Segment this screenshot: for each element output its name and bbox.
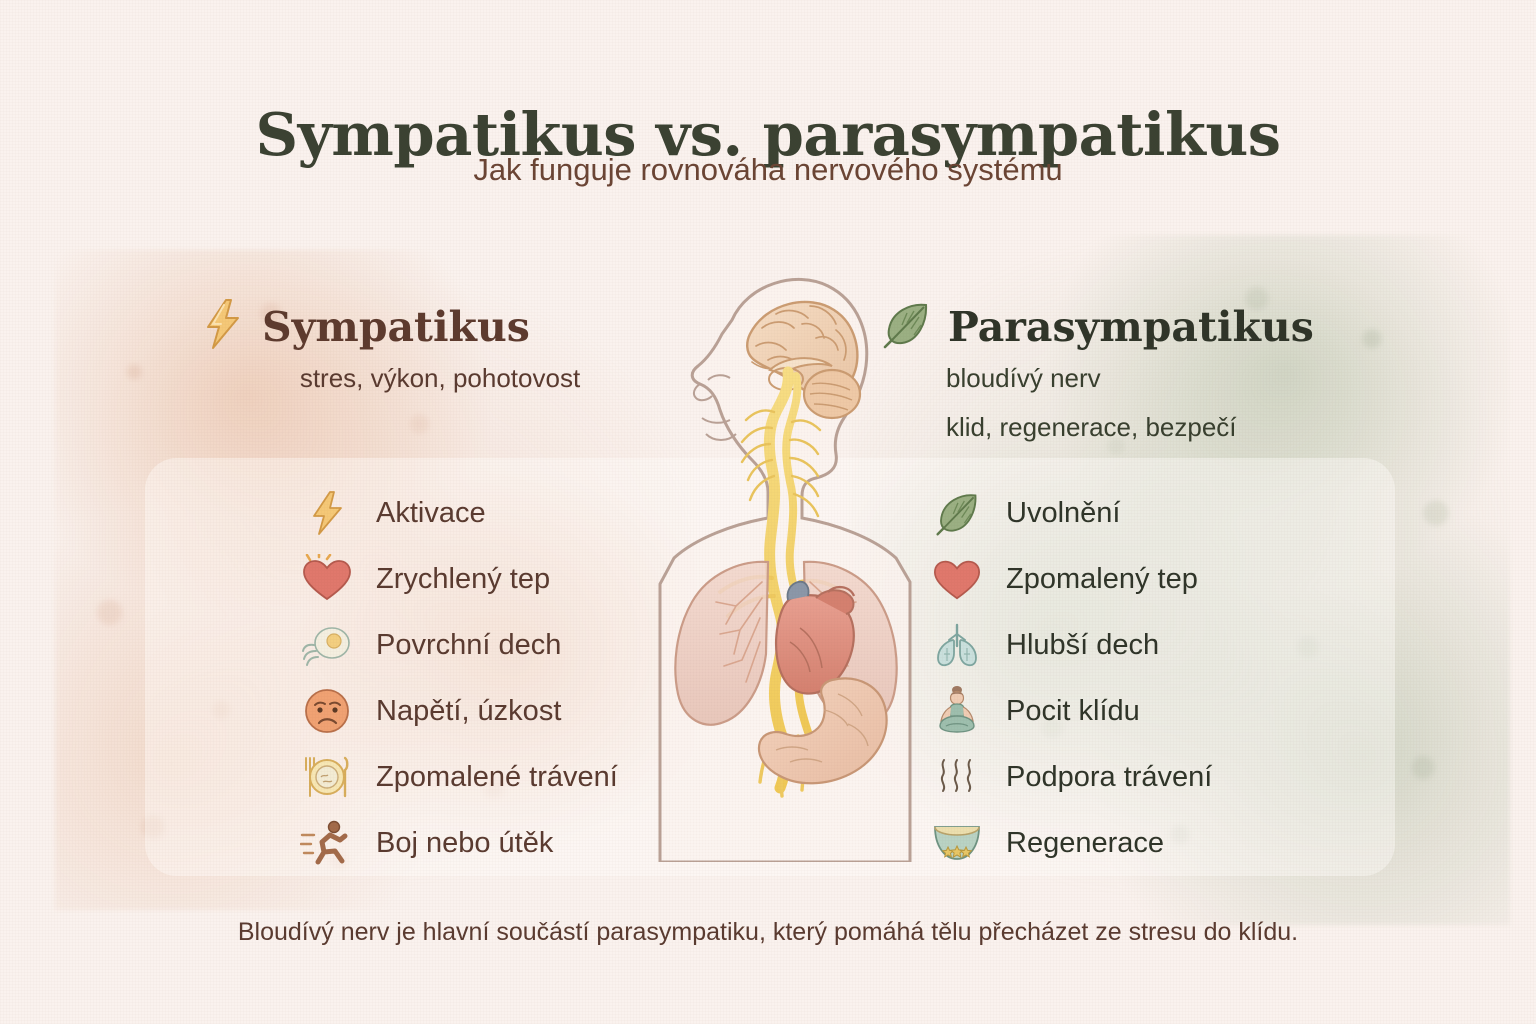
list-item-label: Povrchní dech	[376, 628, 562, 661]
parasympathetic-subtitle-2: klid, regenerace, bezpečí	[946, 412, 1237, 442]
wind-breath-icon	[300, 619, 354, 671]
page-subtitle: Jak funguje rovnováha nervového systému	[473, 152, 1063, 187]
list-item: Zrychlený tep	[300, 546, 720, 612]
list-item: Regenerace	[930, 810, 1370, 876]
parasympathetic-column-header: Parasympatikus bloudívý nerv klid, regen…	[880, 298, 1350, 443]
list-item-label: Podpora trávení	[1006, 760, 1213, 793]
steam-rising-icon	[930, 751, 984, 803]
sympathetic-title: Sympatikus	[262, 302, 530, 351]
sympathetic-list: Aktivace Zrychlený tep Povrchní dech	[300, 480, 720, 876]
plate-cutlery-icon	[300, 751, 354, 803]
list-item-label: Hlubší dech	[1006, 628, 1160, 661]
page-title: Sympatikus vs. parasympatikus	[255, 99, 1281, 169]
list-item-label: Aktivace	[376, 496, 486, 529]
list-item-label: Napětí, úzkost	[376, 694, 562, 727]
list-item-label: Boj nebo útěk	[376, 826, 554, 859]
list-item-label: Regenerace	[1006, 826, 1164, 859]
list-item-label: Zrychlený tep	[376, 562, 551, 595]
list-item: Aktivace	[300, 480, 720, 546]
leaf-icon	[880, 298, 932, 355]
worried-face-icon	[300, 685, 354, 737]
lungs-icon	[930, 619, 984, 671]
list-item: Zpomalené trávení	[300, 744, 720, 810]
parasympathetic-title: Parasympatikus	[948, 302, 1314, 351]
parasympathetic-list: Uvolnění Zpomalený tep Hlubší dech	[930, 480, 1370, 876]
sympathetic-subtitle: stres, výkon, pohotovost	[299, 363, 581, 393]
nervous-system-anatomy-illustration	[620, 262, 950, 862]
list-item: Povrchní dech	[300, 612, 720, 678]
heart-icon	[930, 553, 984, 605]
list-item: Pocit klídu	[930, 678, 1370, 744]
list-item: Hlubší dech	[930, 612, 1370, 678]
stomach	[757, 677, 888, 785]
list-item: Zpomalený tep	[930, 546, 1370, 612]
lotus-meditation-icon	[930, 685, 984, 737]
leaf-icon	[930, 487, 984, 539]
lightning-bolt-icon	[300, 487, 354, 539]
list-item: Uvolnění	[930, 480, 1370, 546]
list-item-label: Zpomalený tep	[1006, 562, 1198, 595]
sympathetic-column-header: Sympatikus stres, výkon, pohotovost	[200, 298, 670, 394]
list-item-label: Zpomalené trávení	[376, 760, 618, 793]
list-item: Boj nebo útěk	[300, 810, 720, 876]
lightning-bolt-icon	[200, 298, 246, 355]
list-item-label: Uvolnění	[1006, 496, 1121, 529]
running-person-icon	[300, 817, 354, 869]
beating-heart-icon	[300, 553, 354, 605]
list-item-label: Pocit klídu	[1006, 694, 1140, 727]
list-item: Podpora trávení	[930, 744, 1370, 810]
cerebellum	[802, 368, 862, 420]
list-item: Napětí, úzkost	[300, 678, 720, 744]
footer-note: Bloudívý nerv je hlavní součástí parasym…	[237, 918, 1299, 946]
parasympathetic-subtitle: bloudívý nerv	[946, 363, 1101, 393]
heart	[775, 580, 856, 695]
bowl-icon	[930, 817, 984, 869]
